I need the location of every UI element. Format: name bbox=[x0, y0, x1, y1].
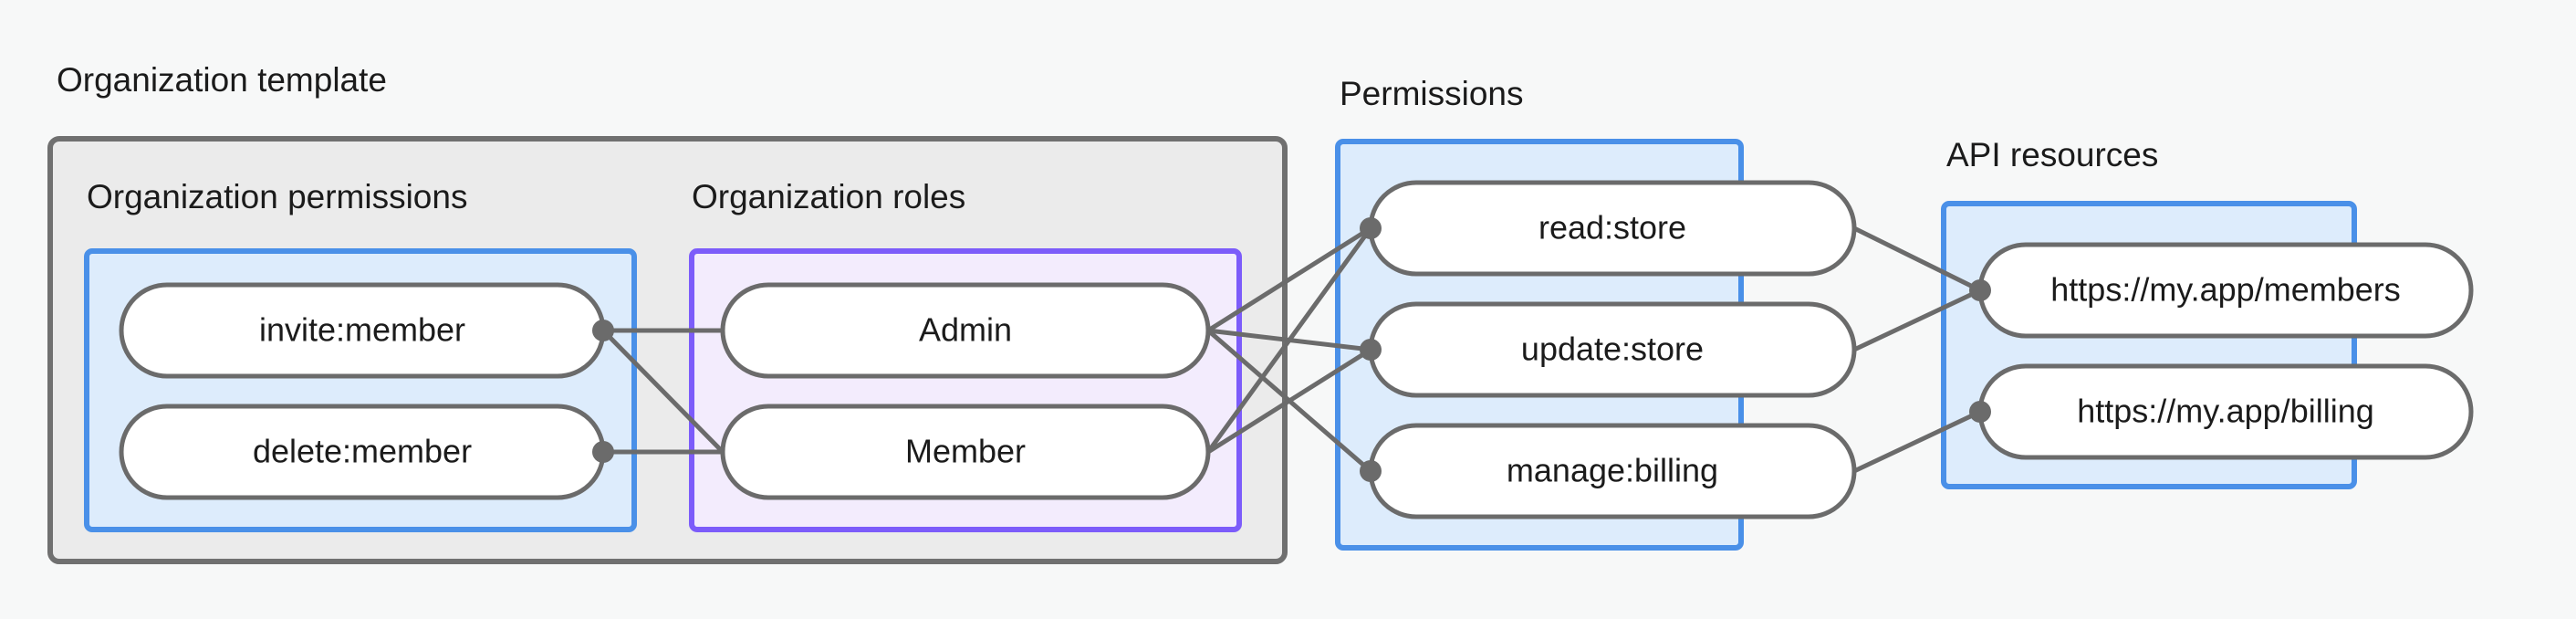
node-delete-member-label: delete:member bbox=[253, 433, 472, 470]
edge-member-to-update-store bbox=[1206, 347, 1372, 455]
port-dot-invite-member-out bbox=[592, 320, 614, 341]
node-api-billing[interactable]: https://my.app/billing bbox=[1977, 363, 2474, 460]
node-invite-member[interactable]: invite:member bbox=[119, 282, 606, 379]
node-admin[interactable]: Admin bbox=[720, 282, 1211, 379]
edge-admin-to-read-store bbox=[1206, 226, 1372, 333]
organization-permissions-title: Organization permissions bbox=[87, 178, 467, 215]
permissions-title: Permissions bbox=[1340, 75, 1524, 112]
edge-manage-billing-to-api-billing bbox=[1852, 409, 1982, 474]
node-read-store[interactable]: read:store bbox=[1368, 180, 1857, 277]
organization-roles-title: Organization roles bbox=[692, 178, 965, 215]
node-update-store-label: update:store bbox=[1521, 330, 1704, 368]
port-dot-read-store-in bbox=[1360, 217, 1382, 239]
node-api-billing-label: https://my.app/billing bbox=[2077, 393, 2374, 430]
node-admin-label: Admin bbox=[919, 311, 1012, 349]
node-member[interactable]: Member bbox=[720, 404, 1211, 500]
node-read-store-label: read:store bbox=[1538, 209, 1686, 247]
node-manage-billing-label: manage:billing bbox=[1507, 452, 1718, 489]
organization-template-title: Organization template bbox=[57, 61, 387, 99]
node-api-members[interactable]: https://my.app/members bbox=[1977, 242, 2474, 339]
edge-invite-member-to-member bbox=[601, 329, 725, 454]
edge-read-store-to-api-members bbox=[1852, 226, 1982, 293]
edge-member-to-read-store bbox=[1205, 226, 1373, 454]
port-dot-delete-member-out bbox=[592, 441, 614, 463]
node-delete-member[interactable]: delete:member bbox=[119, 404, 606, 500]
api-resources-title: API resources bbox=[1946, 136, 2158, 173]
edge-layer bbox=[601, 226, 1982, 474]
port-dot-api-billing-in bbox=[1969, 401, 1991, 423]
port-dot-manage-billing-in bbox=[1360, 460, 1382, 482]
node-update-store[interactable]: update:store bbox=[1368, 301, 1857, 398]
edge-update-store-to-api-members bbox=[1852, 288, 1982, 352]
node-manage-billing[interactable]: manage:billing bbox=[1368, 423, 1857, 519]
node-member-label: Member bbox=[905, 433, 1026, 470]
port-dot-api-members-in bbox=[1969, 279, 1991, 301]
port-dot-update-store-in bbox=[1360, 339, 1382, 361]
node-invite-member-label: invite:member bbox=[259, 311, 465, 349]
port-dot-layer bbox=[592, 217, 1991, 482]
node-api-members-label: https://my.app/members bbox=[2050, 271, 2400, 309]
